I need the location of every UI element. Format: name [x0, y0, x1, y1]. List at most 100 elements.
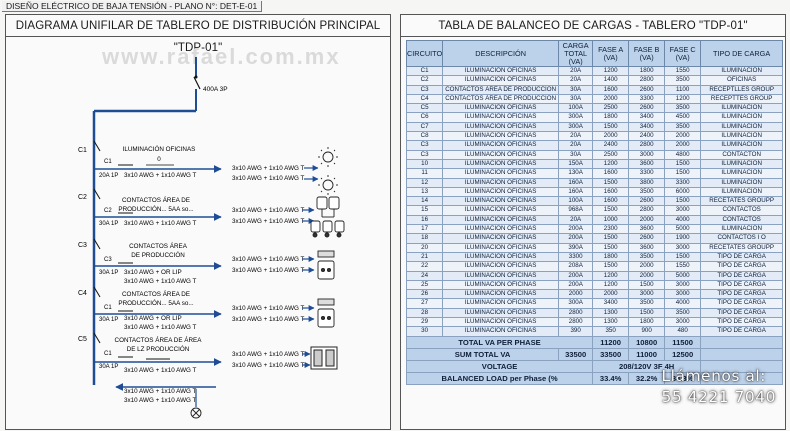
table-cell: 16: [405, 214, 444, 226]
table-cell: ILUMINACIÓN: [700, 65, 784, 77]
table-cell: 2000: [592, 93, 630, 105]
table-cell: ILUMINACIÓN OFICINAS: [442, 233, 560, 244]
table-cell: 2400: [592, 140, 630, 151]
breaker-rating: 30A 1P: [99, 317, 118, 323]
receptacle-group-icon: [310, 196, 345, 238]
table-cell: 29: [405, 316, 444, 328]
table-cell: 4500: [664, 112, 702, 123]
table-cell: C3: [405, 149, 444, 160]
table-cell: 3300: [558, 251, 594, 263]
table-cell: ILUMINACIÓN OFICINAS: [442, 140, 560, 151]
table-cell: 2500: [592, 149, 630, 160]
table-cell: 1500: [592, 242, 630, 253]
contact-overlay: Llámenos al: 55 4221 7040: [662, 366, 776, 408]
table-cell: 1200: [592, 65, 630, 77]
watermark: www.rafael.com.mx: [102, 44, 341, 69]
table-cell: 208A: [558, 261, 594, 272]
table-cell: 130A: [558, 168, 594, 179]
table-title: TABLA DE BALANCEO DE CARGAS - TABLERO "T…: [401, 15, 785, 37]
circuit-c2: C2 C2 30A 1P CONTACTOS ÁREA DE PRODUCCIÓ…: [78, 188, 345, 238]
table-cell: 3300: [628, 93, 666, 105]
table-cell: ILUMINACIÓN OFICINAS: [442, 289, 560, 300]
table-cell: CONTACTOS I O: [700, 233, 784, 244]
summary-label: BALANCED LOAD per Phase (%: [405, 371, 594, 385]
table-cell: 100A: [558, 103, 594, 114]
wire-spec: 3x10 AWG + 1x10 AWG T: [124, 220, 197, 227]
table-cell: ILUMINACIÓN OFICINAS: [442, 224, 560, 235]
wire-spec: 3x10 AWG + 1x10 AWG T: [124, 278, 197, 285]
table-cell: 2600: [628, 233, 666, 244]
breaker-tag: C2: [104, 208, 112, 214]
table-cell: 1200: [592, 279, 630, 291]
table-cell: 3500: [664, 121, 702, 133]
circuit-id: C4: [78, 290, 87, 297]
table-cell: 10: [405, 158, 444, 170]
table-cell: 1550: [664, 261, 702, 272]
circuit-id: C1: [78, 147, 87, 154]
table-cell: 200A: [558, 224, 594, 235]
table-cell: 30A: [558, 149, 594, 160]
ground-load-icon: [190, 407, 202, 419]
summary-label: VOLTAGE: [405, 359, 594, 373]
table-cell: 22: [405, 261, 444, 272]
double-outlet-icon: [310, 346, 338, 370]
table-cell: 13: [405, 186, 444, 198]
summary-value: 208/120V 3F 4H: [592, 359, 702, 373]
table-cell: 1600: [592, 168, 630, 179]
table-cell: 1600: [592, 196, 630, 207]
table-cell: 900: [628, 326, 666, 337]
single-line-diagram-panel: DIAGRAMA UNIFILAR DE TABLERO DE DISTRIBU…: [5, 14, 391, 430]
summary-value: 12500: [664, 347, 702, 361]
sum-total-row: SUM TOTAL VA 33500 33500 11000 12500: [405, 347, 784, 361]
outlet-icon: [317, 250, 335, 280]
table-cell: 2600: [628, 196, 666, 207]
table-cell: RECETATES GROUPP: [700, 242, 784, 253]
column-header: CARGA TOTAL (VA): [558, 40, 594, 67]
table-cell: 480: [664, 326, 702, 337]
breaker-rating: 30A 1P: [99, 364, 118, 370]
table-cell: 200A: [558, 279, 594, 291]
table-cell: 5000: [664, 270, 702, 281]
table-cell: 27: [405, 298, 444, 309]
table-cell: ILUMINACIÓN OFICINAS: [442, 242, 560, 253]
single-line-diagram: 400A 3P C1 C1 20A 1P ILUMINACIÓN OFICINA…: [78, 57, 345, 419]
summary-value: 11500: [664, 335, 702, 349]
table-cell: ILUMINACIÓN: [700, 177, 784, 188]
table-cell: 1500: [664, 196, 702, 207]
table-cell: 3600: [628, 224, 666, 235]
breaker-tag: C1: [104, 351, 112, 357]
summary-label: TOTAL VA PER PHASE: [405, 335, 594, 349]
table-cell: 1550: [664, 65, 702, 77]
table-cell: 21: [405, 251, 444, 263]
breaker-rating: 30A 1P: [99, 221, 118, 227]
table-cell: 30A: [558, 84, 594, 95]
table-cell: 1300: [592, 307, 630, 319]
table-cell: ILUMINACIÓN OFICINAS: [442, 261, 560, 272]
table-cell: ILUMINACIÓN OFICINAS: [442, 214, 560, 226]
circuit-id: C2: [78, 194, 87, 201]
table-cell: C6: [405, 112, 444, 123]
table-cell: 1500: [592, 233, 630, 244]
table-cell: 2000: [628, 214, 666, 226]
circuit-description: CONTACTOS ÁREA DE: [122, 289, 190, 298]
wire-spec: 3x10 AWG + 1x10 AWG T: [232, 362, 305, 369]
table-cell: ILUMINACIÓN OFICINAS: [442, 112, 560, 123]
table-cell: 1800: [628, 316, 666, 328]
table-cell: TIPO DE CARGA: [700, 289, 784, 300]
table-cell: 3500: [664, 75, 702, 86]
table-cell: ILUMINACIÓN OFICINAS: [442, 298, 560, 309]
table-cell: 15: [405, 205, 444, 216]
